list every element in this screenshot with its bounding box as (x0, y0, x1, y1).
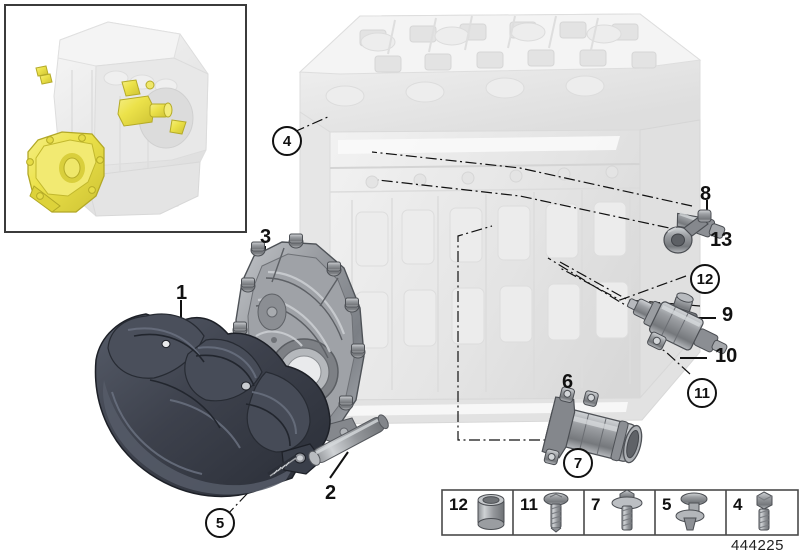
callout-10[interactable]: 10 (715, 345, 738, 367)
callout-11[interactable]: 11 (687, 378, 717, 408)
legend-icon-pan-head-screw (543, 492, 569, 533)
callout-13[interactable]: 13 (710, 229, 733, 251)
callout-5[interactable]: 5 (205, 508, 235, 538)
inset-engine-overview (4, 4, 247, 233)
legend-number-12: 12 (449, 495, 468, 514)
legend-icon-expanding-rivet (675, 492, 708, 531)
legend-icon-flanged-bolt-with-washer (611, 489, 643, 531)
callout-3[interactable]: 3 (260, 226, 272, 248)
inset-highlight-parts (26, 65, 187, 213)
acoustic-cover (94, 313, 331, 498)
sensor-13 (663, 209, 712, 254)
callout-12[interactable]: 12 (690, 264, 720, 294)
chain-tensioner-tube (541, 386, 643, 466)
legend-icon-bushing-sleeve (477, 494, 505, 530)
callout-1[interactable]: 1 (176, 282, 188, 304)
legend-icon-hex-head-bolt (756, 491, 773, 531)
dowel-pin-bolt (308, 414, 389, 466)
callout-6[interactable]: 6 (562, 371, 574, 393)
legend-number-4: 4 (733, 495, 743, 514)
legend-number-7: 7 (591, 495, 601, 514)
legend-number-5: 5 (662, 495, 672, 514)
callout-2[interactable]: 2 (325, 482, 337, 504)
diagram-id-number: 444225 (730, 537, 784, 554)
callout-9[interactable]: 9 (722, 304, 734, 326)
callout-4[interactable]: 4 (272, 126, 302, 156)
legend-number-11: 11 (520, 495, 538, 514)
callout-7[interactable]: 7 (563, 448, 593, 478)
solenoid-valve-10 (627, 298, 728, 355)
callout-8[interactable]: 8 (700, 183, 712, 205)
legend-box (441, 489, 799, 536)
cover-screw-5 (267, 454, 297, 477)
